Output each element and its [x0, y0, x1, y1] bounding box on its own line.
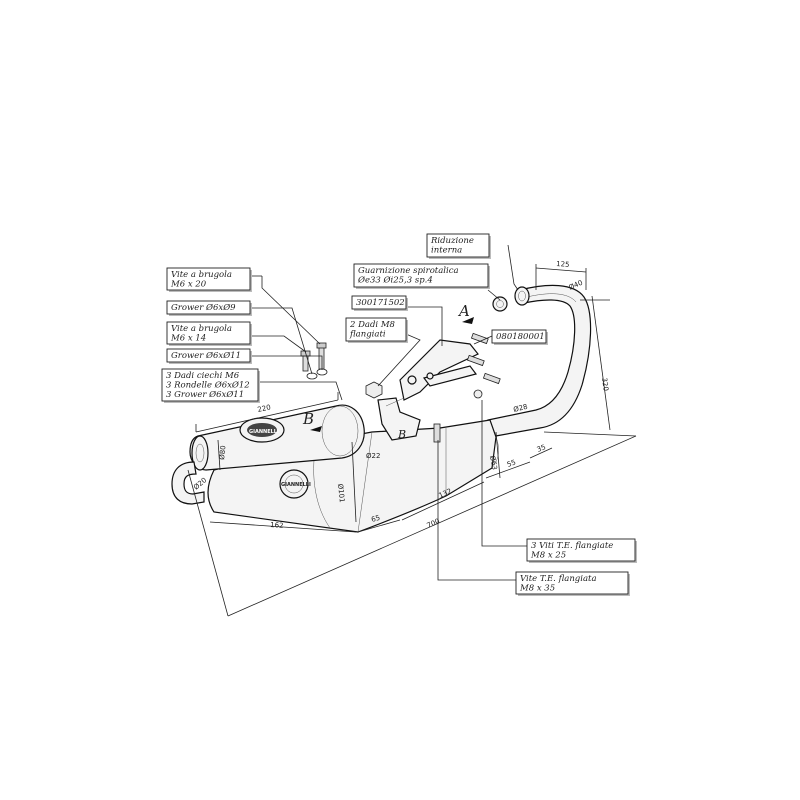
dim-55: 55 — [506, 458, 517, 469]
mount-bracket — [377, 397, 421, 441]
callout-code-300171502: 300171502 — [351, 295, 408, 311]
callout-viti-te-m8x25-line-2: M8 x 25 — [530, 551, 566, 561]
tail-pipe — [171, 461, 205, 505]
dim-125: 125 — [556, 260, 570, 269]
callout-dadi-m8-line-2: flangiati — [349, 330, 386, 340]
dim-700: 700 — [426, 517, 441, 530]
fasteners — [300, 332, 501, 443]
svg-text:GIANNELLI: GIANNELLI — [281, 482, 311, 488]
callout-code-300171502-line-1: 300171502 — [356, 298, 405, 308]
exhaust-drawing: GIANNELLI GIANNELLI — [171, 284, 592, 533]
callout-riduzione-interna-line-2: interna — [431, 246, 462, 256]
callout-viti-te-m8x25-line-1: 3 Viti T.E. flangiate — [531, 541, 613, 551]
svg-text:GIANNELLI: GIANNELLI — [249, 429, 279, 435]
dim-320: 320 — [600, 377, 610, 391]
callout-vite-brugola-m6x20-line-2: M6 x 20 — [170, 280, 207, 290]
bolt-m6x20 — [318, 346, 325, 370]
callout-guarnizione-line-2: Øe33 Øi25,3 sp.4 — [357, 275, 433, 286]
dim-phi22: Ø22 — [366, 452, 380, 460]
callout-vite-te-m8x35-line-1: Vite T.E. flangiata — [520, 574, 597, 584]
logo-badge-chamber: GIANNELLI — [279, 469, 311, 499]
dimension-lines — [187, 264, 637, 617]
callout-vite-te-m8x35-line-2: M8 x 35 — [519, 584, 555, 594]
callout-guarnizione-line-1: Guarnizione spirotalica — [358, 266, 459, 276]
marker-a: A — [457, 302, 470, 320]
marker-b: B — [302, 410, 314, 428]
dim-phi63: Ø63 — [488, 455, 498, 471]
callout-dadi-ciechi-line-3: 3 Grower Ø6xØ11 — [166, 389, 244, 400]
marker-c: B — [397, 428, 406, 441]
screw-m8x25-set — [466, 332, 501, 399]
callout-code-080180001: 080180001 — [491, 329, 548, 345]
dim-phi80: Ø80 — [218, 445, 227, 460]
hanger-bracket — [399, 339, 479, 401]
dim-65: 65 — [370, 514, 381, 524]
dim-phi101: Ø101 — [336, 483, 346, 503]
header-flange — [514, 286, 530, 306]
callout-grower-6x9: Grower Ø6xØ9 — [166, 300, 252, 316]
dim-220: 220 — [257, 403, 272, 414]
callout-vite-brugola-m6x14-line-1: Vite a brugola — [171, 324, 232, 334]
screw-m8x35 — [433, 423, 441, 443]
callouts — [250, 244, 528, 581]
callout-riduzione-interna-line-1: Riduzione — [430, 236, 474, 246]
callout-dadi-m8-line-1: 2 Dadi M8 — [349, 320, 396, 330]
callout-vite-brugola-m6x20-line-1: Vite a brugola — [171, 270, 232, 280]
dim-phi28: Ø28 — [513, 403, 529, 414]
callout-vite-brugola-m6x14-line-2: M6 x 14 — [170, 334, 206, 344]
dim-35: 35 — [536, 443, 547, 454]
callout-grower-6x11: Grower Ø6xØ11 — [166, 348, 252, 364]
markers: A B B — [302, 302, 474, 441]
callout-dadi-ciechi-line-1: 3 Dadi ciechi M6 — [166, 371, 240, 381]
callout-grower-6x9-line-1: Grower Ø6xØ9 — [171, 302, 236, 313]
callout-dadi-ciechi-line-2: 3 Rondelle Ø6xØ12 — [166, 380, 250, 391]
dim-phi20: Ø20 — [192, 476, 208, 491]
dim-162: 162 — [270, 521, 284, 530]
header-pipe — [487, 284, 592, 438]
logo-badge-silencer: GIANNELLI — [239, 417, 285, 443]
callout-grower-6x11-line-1: Grower Ø6xØ11 — [171, 350, 241, 361]
callout-code-080180001-line-1: 080180001 — [496, 332, 545, 342]
